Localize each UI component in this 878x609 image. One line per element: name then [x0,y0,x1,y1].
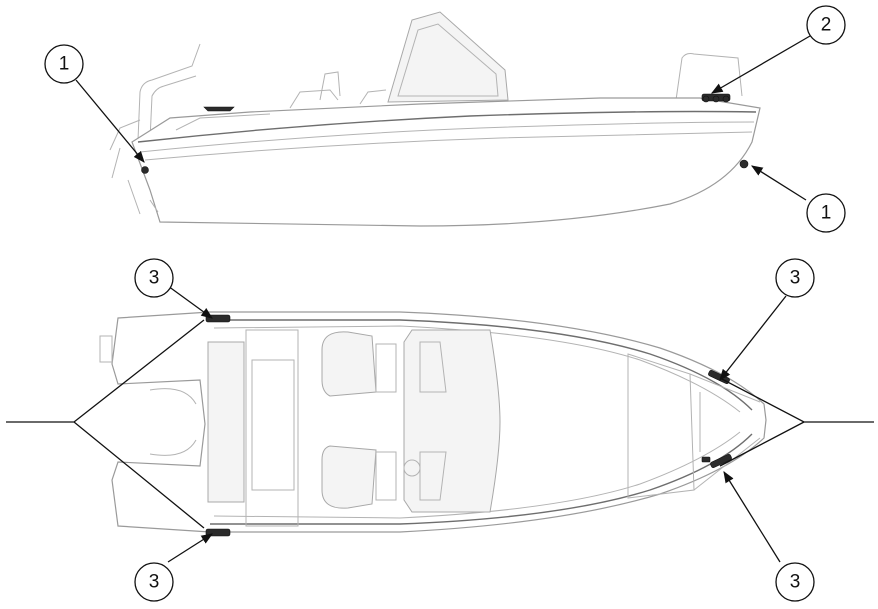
callout-3-label: 3 [790,268,801,289]
rear-bench [207,341,245,503]
windshield [387,11,509,103]
mooring-lines [6,319,874,529]
seat-port [321,331,377,397]
steering-wheel [403,459,421,477]
callout-2-label: 2 [821,15,832,36]
boat-plan-view [99,311,767,537]
cleat-bow-starboard [710,453,732,469]
callout-3-label: 3 [790,572,801,593]
console [403,329,501,513]
callout-1-stern-right: 1 [806,193,846,233]
callout-3-bottom-left: 3 [134,562,174,602]
stern-railing [137,43,201,141]
bow-eye-side [739,159,749,169]
callout-3-label: 3 [149,268,160,289]
callout-leaders [75,35,811,563]
bow-railing [675,53,743,101]
callout-3-label: 3 [149,572,160,593]
boat-side-view [109,11,761,227]
callout-1-bow-left: 1 [44,44,84,84]
callout-1-label: 1 [59,54,70,75]
callout-3-bottom-right: 3 [775,562,815,602]
callout-3-top-right: 3 [775,258,815,298]
stern-eye-side [141,166,149,174]
side-hull [131,97,761,227]
callout-3-top-left: 3 [134,258,174,298]
seat-starboard [321,445,377,509]
callout-2-cleat: 2 [806,5,846,45]
callout-1-label: 1 [821,203,832,224]
